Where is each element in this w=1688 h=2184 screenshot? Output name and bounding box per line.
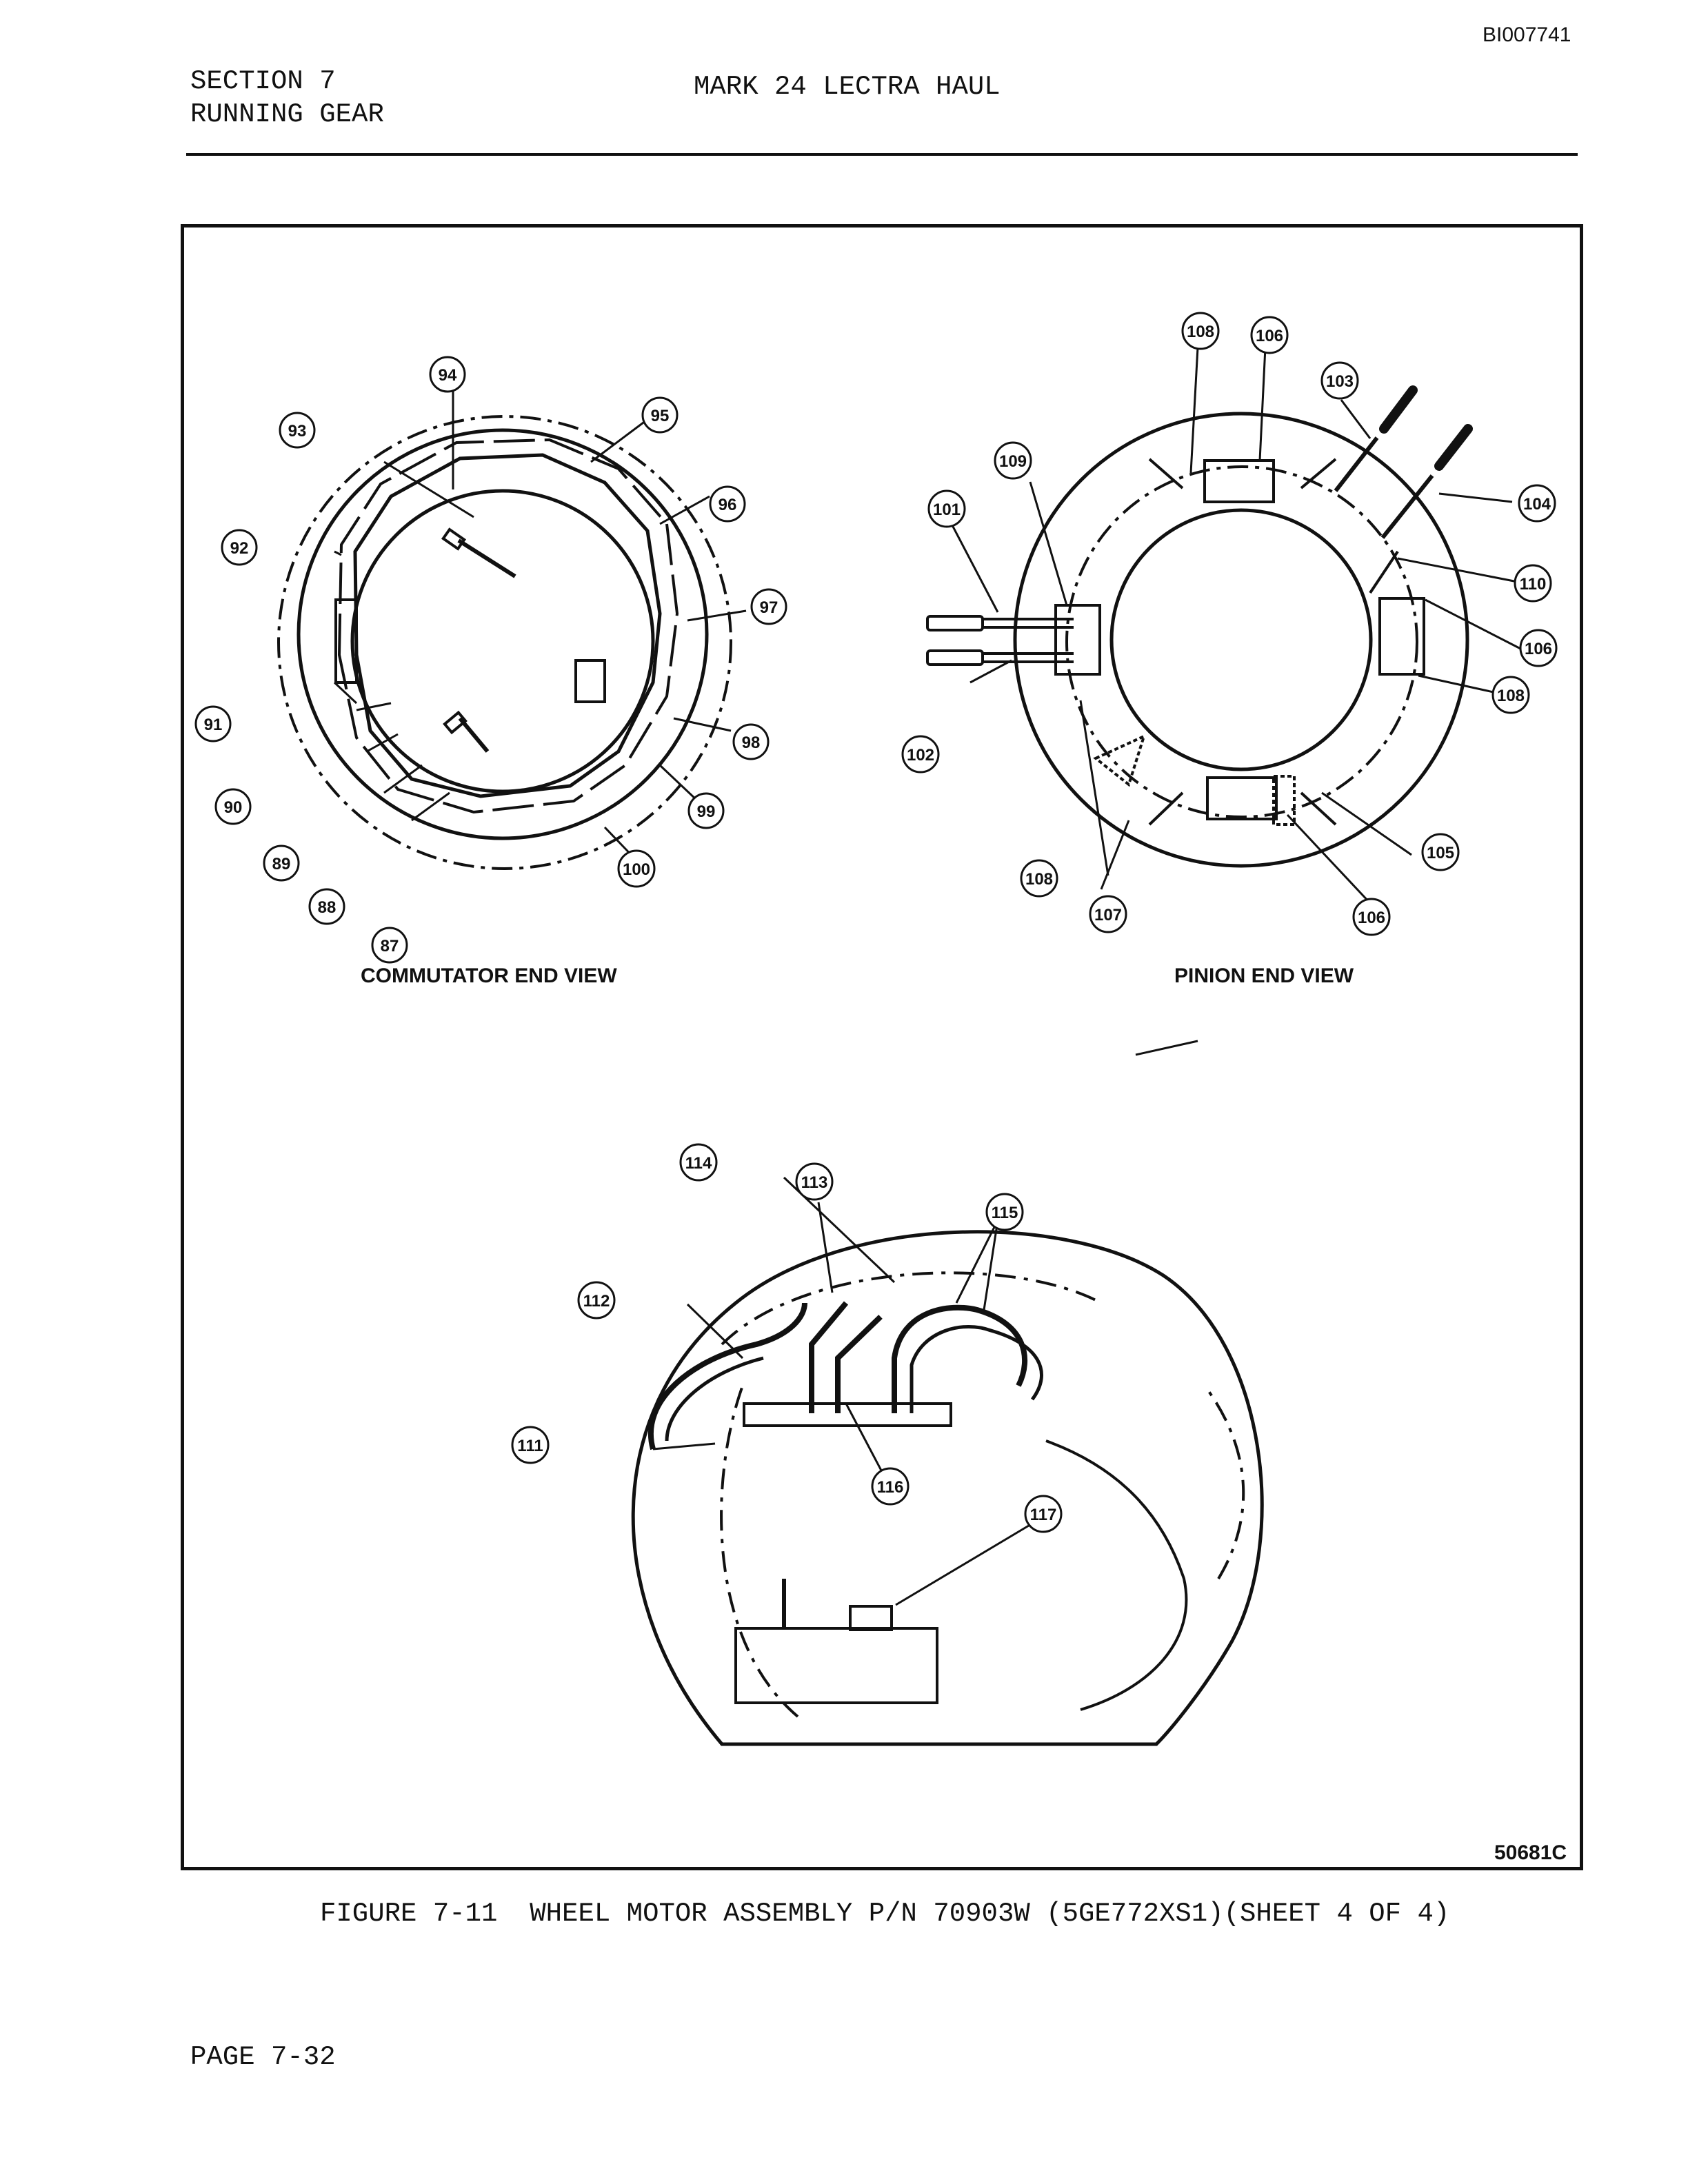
callout-109: 109: [994, 441, 1032, 480]
callout-90: 90: [214, 788, 252, 825]
svg-text:108: 108: [1025, 870, 1053, 889]
header-rule: [186, 153, 1578, 156]
commutator-end-drawing: [277, 415, 732, 870]
callout-96: 96: [709, 485, 746, 523]
svg-text:90: 90: [224, 798, 243, 817]
section-number: SECTION 7: [190, 66, 336, 97]
callout-97: 97: [750, 588, 787, 625]
callout-104: 104: [1518, 484, 1556, 523]
svg-text:110: 110: [1520, 575, 1547, 594]
document-id: BI007741: [1483, 23, 1571, 46]
callout-102: 102: [901, 735, 940, 774]
svg-text:91: 91: [204, 716, 223, 734]
callout-107: 107: [1089, 895, 1127, 933]
svg-text:115: 115: [992, 1204, 1018, 1222]
svg-text:92: 92: [230, 539, 249, 558]
svg-text:89: 89: [272, 855, 291, 873]
commutator-view-label: COMMUTATOR END VIEW: [361, 964, 617, 987]
callout-108-bottom: 108: [1020, 859, 1058, 898]
svg-text:108: 108: [1497, 687, 1525, 705]
callout-88: 88: [308, 888, 345, 925]
callout-99: 99: [687, 792, 725, 829]
figure-caption: FIGURE 7-11 WHEEL MOTOR ASSEMBLY P/N 709…: [320, 1899, 1450, 1929]
callout-110: 110: [1514, 564, 1552, 603]
svg-text:105: 105: [1427, 844, 1454, 862]
figure-drawing: 87 88 89 90 91 92 93 94 95 96 97 98 99 1…: [194, 312, 1567, 1864]
lower-view-drawing: [631, 1230, 1264, 1746]
callout-106-top: 106: [1250, 316, 1289, 354]
pinion-view-label: PINION END VIEW: [1174, 964, 1354, 987]
figure-frame: 87 88 89 90 91 92 93 94 95 96 97 98 99 1…: [181, 224, 1583, 1870]
svg-text:117: 117: [1030, 1506, 1057, 1524]
svg-text:114: 114: [685, 1154, 712, 1173]
callout-111: 111: [511, 1426, 550, 1464]
callout-95: 95: [641, 396, 679, 434]
pinion-end-drawing: [926, 385, 1473, 868]
callout-92: 92: [221, 529, 258, 566]
svg-text:93: 93: [288, 422, 307, 441]
document-title: MARK 24 LECTRA HAUL: [694, 72, 1001, 102]
callout-112: 112: [577, 1281, 616, 1320]
svg-text:108: 108: [1187, 323, 1214, 341]
callout-116: 116: [871, 1467, 910, 1506]
svg-text:103: 103: [1326, 372, 1354, 391]
svg-text:95: 95: [651, 407, 670, 425]
svg-text:104: 104: [1523, 495, 1551, 514]
svg-text:98: 98: [742, 734, 761, 752]
callout-101: 101: [927, 489, 966, 528]
svg-text:112: 112: [583, 1292, 610, 1311]
svg-text:101: 101: [933, 501, 961, 519]
svg-text:111: 111: [517, 1437, 543, 1455]
drawing-number: 50681C: [1494, 1841, 1567, 1864]
callout-113: 113: [795, 1162, 834, 1201]
svg-text:102: 102: [907, 746, 934, 765]
callout-117: 117: [1024, 1495, 1063, 1533]
svg-text:116: 116: [877, 1478, 904, 1497]
callout-89: 89: [263, 845, 300, 882]
page-number: PAGE 7-32: [190, 2042, 336, 2072]
callout-100: 100: [617, 849, 656, 888]
svg-text:94: 94: [439, 366, 457, 385]
callout-94: 94: [429, 356, 466, 393]
callout-106-bottom: 106: [1352, 898, 1391, 936]
callout-93: 93: [279, 412, 316, 449]
leader-lines: [333, 347, 1525, 1606]
svg-text:100: 100: [623, 860, 650, 879]
svg-text:106: 106: [1525, 640, 1552, 658]
svg-text:113: 113: [801, 1173, 828, 1192]
callout-115: 115: [985, 1193, 1024, 1231]
callout-105: 105: [1421, 833, 1460, 871]
callout-98: 98: [732, 723, 770, 760]
callout-87: 87: [371, 927, 408, 964]
callout-91: 91: [194, 705, 232, 742]
svg-text:106: 106: [1358, 909, 1385, 927]
section-title: RUNNING GEAR: [190, 99, 384, 130]
callout-106-right: 106: [1519, 629, 1558, 667]
svg-text:107: 107: [1094, 906, 1122, 924]
svg-text:106: 106: [1256, 327, 1283, 345]
callout-114: 114: [679, 1143, 718, 1182]
svg-text:88: 88: [318, 898, 336, 917]
svg-text:109: 109: [999, 452, 1027, 471]
svg-text:99: 99: [697, 802, 716, 821]
callout-108-top: 108: [1181, 312, 1220, 350]
callout-103: 103: [1320, 361, 1359, 400]
svg-text:97: 97: [760, 598, 778, 617]
svg-text:96: 96: [719, 496, 737, 514]
svg-text:87: 87: [381, 937, 399, 956]
callout-108-right: 108: [1491, 676, 1530, 714]
